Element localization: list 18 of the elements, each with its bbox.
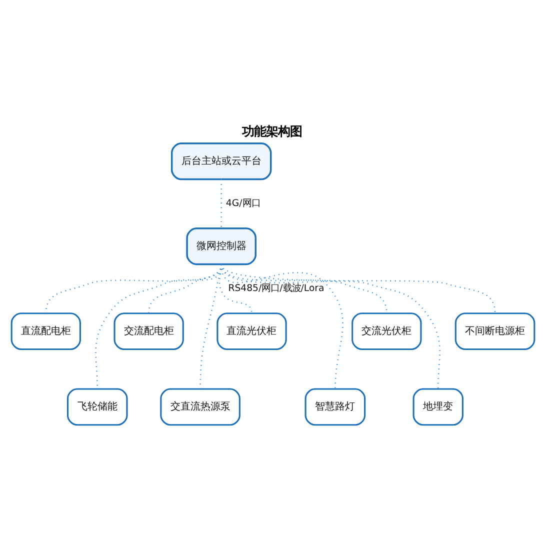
- connector: [95, 264, 222, 389]
- node-box: 地埋变: [412, 388, 464, 426]
- connector: [200, 264, 222, 389]
- node-box: 直流光伏柜: [216, 312, 287, 350]
- node-box: 交流配电柜: [114, 312, 184, 350]
- connector: [220, 264, 344, 389]
- edge-label: RS485/网口/载波/Lora: [228, 282, 324, 294]
- node-box: 后台主站或云平台: [170, 142, 272, 180]
- node-box: 交直流热源泵: [160, 388, 240, 426]
- node-box: 直流配电柜: [10, 312, 81, 350]
- connector: [220, 264, 440, 389]
- node-box: 微网控制器: [186, 227, 256, 265]
- node-box: 交流光伏柜: [352, 312, 422, 350]
- diagram-title: 功能架构图: [242, 122, 302, 138]
- edge-label: 4G/网口: [226, 198, 260, 209]
- node-box: 智慧路灯: [304, 388, 366, 426]
- node-box: 飞轮储能: [66, 388, 128, 426]
- node-box: 不间断电源柜: [454, 312, 536, 350]
